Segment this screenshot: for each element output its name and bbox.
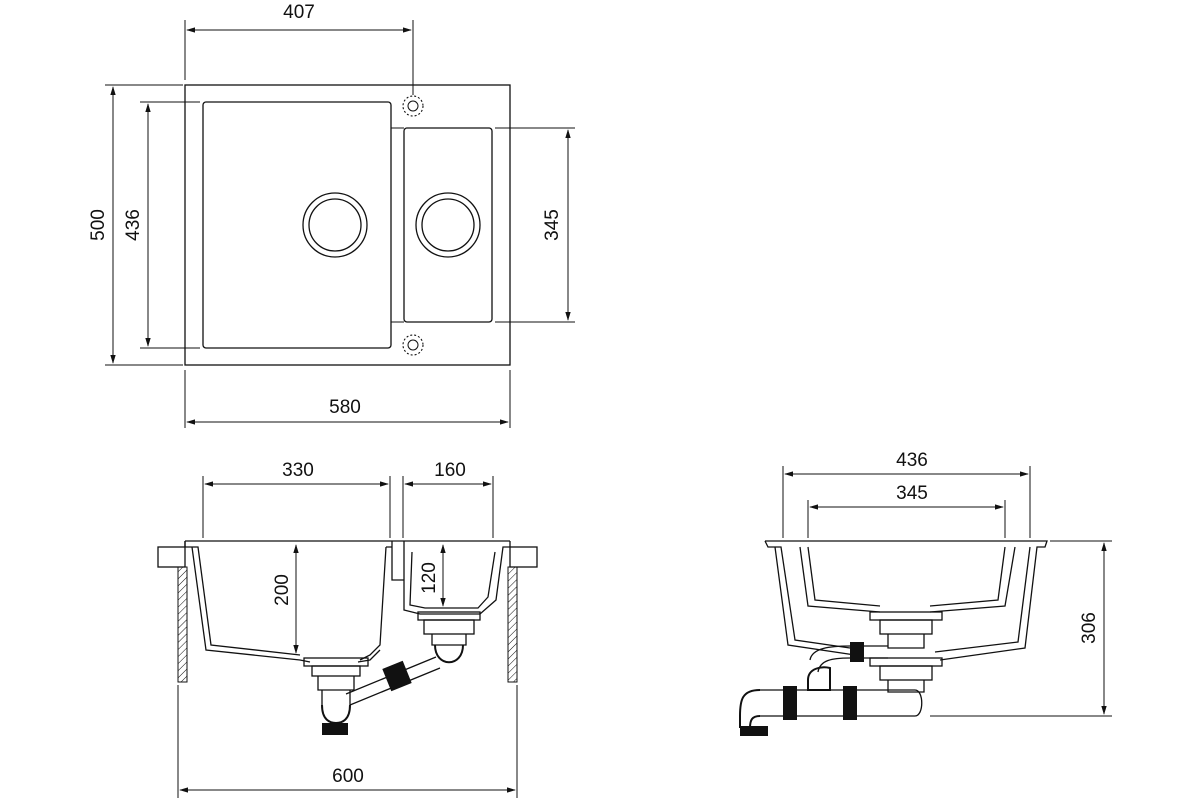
dim-345-top: 345 <box>542 209 563 241</box>
dim-120: 120 <box>419 562 440 594</box>
side-view: 436 345 306 <box>739 450 1112 736</box>
cabinet-wall-right <box>507 566 518 683</box>
side-upper-drain-icon <box>869 611 943 649</box>
dim-600: 600 <box>332 766 364 787</box>
front-large-drain-icon <box>303 657 369 735</box>
small-bowl <box>403 127 493 323</box>
dim-200: 200 <box>272 574 293 606</box>
dim-500: 500 <box>88 209 109 241</box>
dim-407: 407 <box>283 2 315 23</box>
front-small-drain-icon <box>417 611 481 664</box>
tap-hole-top-icon <box>402 95 424 117</box>
countertop-right <box>509 546 538 568</box>
side-lower-drain-icon <box>869 657 943 693</box>
cabinet-wall-left <box>177 566 188 683</box>
sink-profile <box>184 540 510 663</box>
large-drain-icon <box>302 192 368 258</box>
countertop-left <box>157 546 186 568</box>
small-drain-icon <box>415 192 481 258</box>
large-bowl <box>202 101 392 349</box>
dim-345-side: 345 <box>896 483 928 504</box>
front-overflow-pipe-icon <box>345 656 441 706</box>
dim-580: 580 <box>329 397 361 418</box>
front-view: 330 160 200 120 600 <box>157 460 538 798</box>
dim-330: 330 <box>282 460 314 481</box>
tap-hole-bottom-icon <box>402 334 424 356</box>
side-sink-profile <box>764 540 1048 661</box>
dim-306: 306 <box>1079 612 1100 644</box>
dim-436-top: 436 <box>123 209 144 241</box>
dim-436-side: 436 <box>896 450 928 471</box>
top-view: 407 580 500 436 345 <box>88 2 575 428</box>
sink-outline <box>184 84 511 366</box>
dim-160: 160 <box>434 460 466 481</box>
side-pipework-icon <box>739 642 923 736</box>
